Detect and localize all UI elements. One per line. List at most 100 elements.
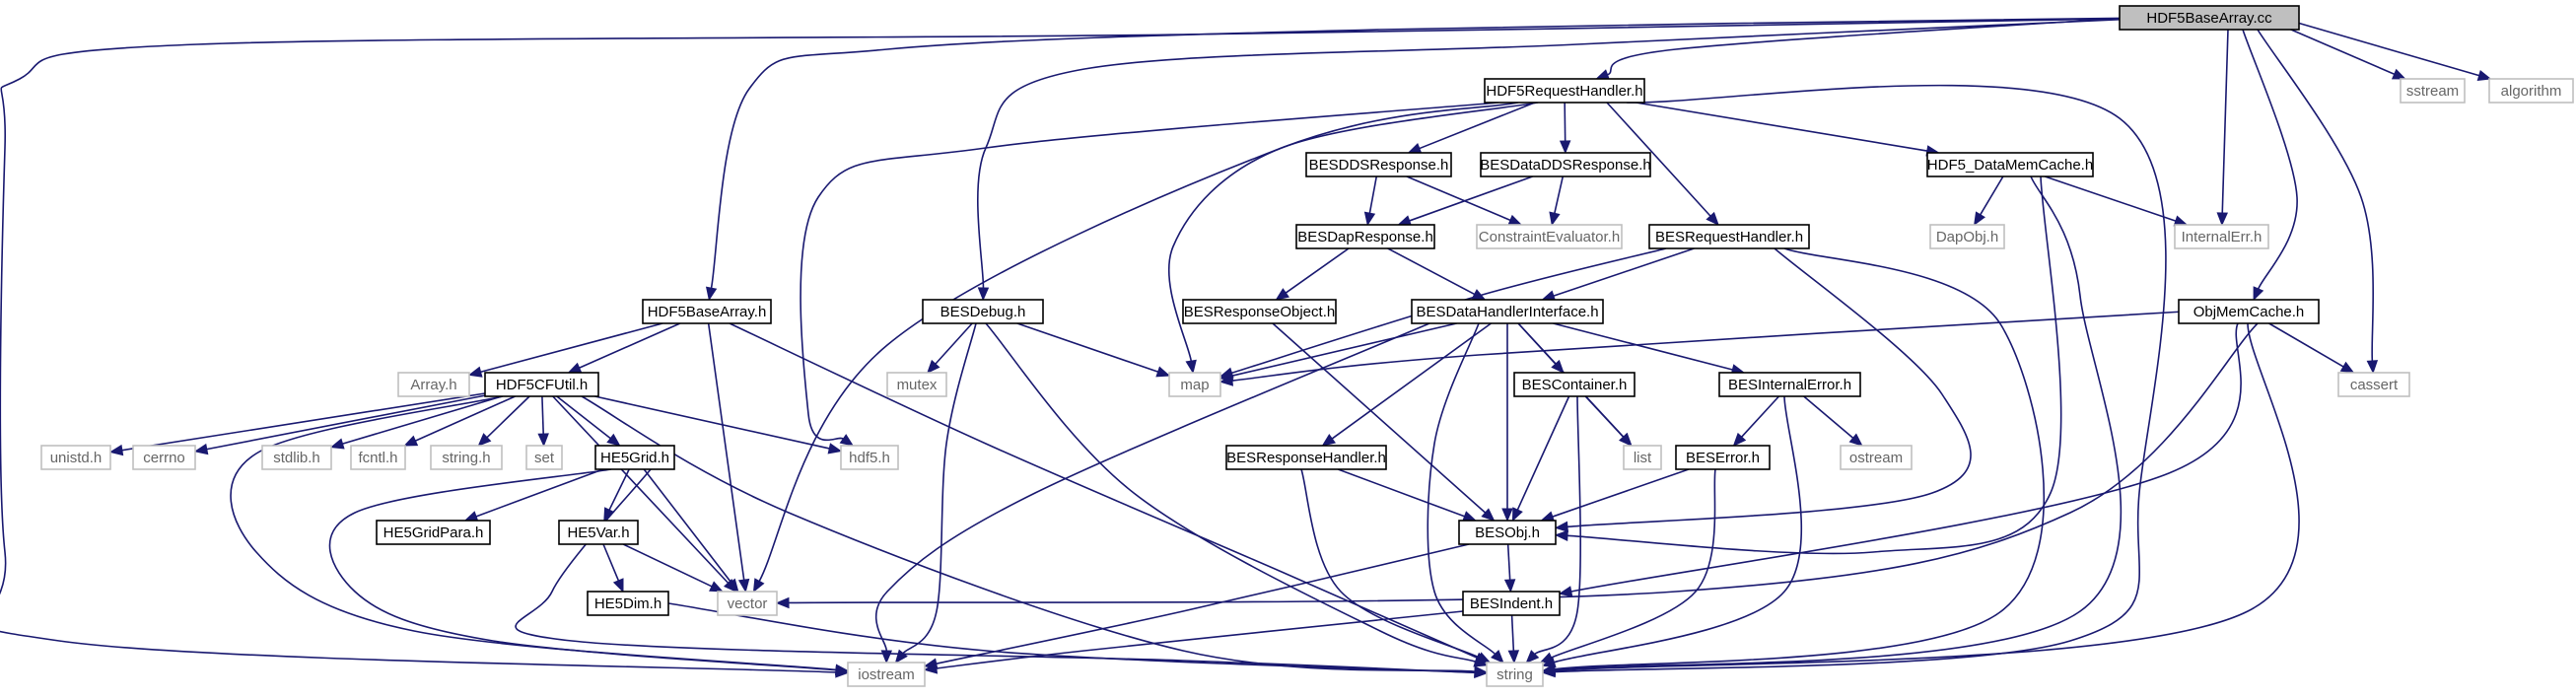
edge-line bbox=[1564, 102, 1566, 142]
node-box bbox=[1225, 445, 1387, 470]
edge-line bbox=[556, 395, 611, 440]
node-box bbox=[2119, 5, 2300, 31]
edge-root-to-sstream bbox=[2276, 23, 2406, 80]
edge-line bbox=[977, 17, 2160, 289]
edge-dapresp-to-respobj bbox=[1275, 247, 1350, 301]
arrowhead bbox=[1706, 211, 1719, 226]
node-label: HE5Var.h bbox=[567, 524, 629, 541]
edge-cfutil-to-vector bbox=[552, 395, 737, 593]
arrowhead bbox=[1218, 375, 1234, 386]
node-ddsresp[interactable]: BESDDSResponse.h bbox=[1305, 152, 1452, 177]
node-container[interactable]: BESContainer.h bbox=[1513, 372, 1636, 397]
edge-line bbox=[1516, 395, 1570, 511]
edge-line bbox=[1409, 175, 1533, 222]
node-label: HDF5CFUtil.h bbox=[496, 377, 588, 393]
edge-reqh-to-vector bbox=[752, 102, 1519, 594]
node-label: string bbox=[1497, 666, 1533, 683]
node-dapresp[interactable]: BESDapResponse.h bbox=[1295, 224, 1435, 249]
node-set: set bbox=[525, 445, 563, 470]
node-resph[interactable]: BESResponseHandler.h bbox=[1225, 445, 1387, 470]
arrowhead bbox=[839, 434, 855, 447]
arrowhead bbox=[108, 444, 124, 456]
arrowhead bbox=[737, 578, 750, 594]
edge-layer bbox=[0, 17, 2492, 679]
edge-reqh-to-ddsresp bbox=[1407, 102, 1536, 154]
node-he5var[interactable]: HE5Var.h bbox=[558, 520, 639, 545]
node-root[interactable]: HDF5BaseArray.cc bbox=[2119, 5, 2300, 31]
node-dhi[interactable]: BESDataHandlerInterface.h bbox=[1411, 299, 1604, 324]
node-he5dim[interactable]: HE5Dim.h bbox=[587, 591, 669, 616]
node-he5grid[interactable]: HE5Grid.h bbox=[594, 445, 675, 470]
node-dataddsresp[interactable]: BESDataDDSResponse.h bbox=[1480, 152, 1651, 177]
node-besdebug[interactable]: BESDebug.h bbox=[922, 299, 1044, 324]
edge-line bbox=[581, 395, 1476, 672]
edge-line bbox=[1231, 311, 2185, 382]
node-label: HDF5RequestHandler.h bbox=[1486, 83, 1642, 100]
node-berror[interactable]: BESError.h bbox=[1675, 445, 1771, 470]
edge-line bbox=[475, 468, 603, 518]
node-fcntl: fcntl.h bbox=[350, 445, 406, 470]
arrowhead bbox=[835, 664, 850, 676]
edge-line bbox=[2045, 175, 2177, 222]
arrowhead bbox=[467, 366, 483, 378]
arrowhead bbox=[1549, 211, 1561, 227]
node-box bbox=[1840, 445, 1913, 470]
arrowhead bbox=[1558, 586, 1573, 597]
edge-container-to-besobj bbox=[1511, 395, 1570, 523]
edge-line bbox=[1337, 468, 1465, 518]
node-label: HE5GridPara.h bbox=[383, 524, 484, 541]
node-besobj[interactable]: BESObj.h bbox=[1458, 520, 1557, 545]
edge-reqh-to-memcache bbox=[1636, 102, 1940, 157]
node-box bbox=[587, 591, 669, 616]
arrowhead bbox=[880, 650, 893, 664]
node-box bbox=[484, 372, 599, 397]
node-cfutil[interactable]: HDF5CFUtil.h bbox=[484, 372, 599, 397]
edge-he5grid-to-iostream bbox=[328, 468, 850, 676]
arrowhead bbox=[329, 438, 345, 450]
edge-dhi-to-map bbox=[1218, 322, 1457, 382]
node-respobj[interactable]: BESResponseObject.h bbox=[1182, 299, 1337, 324]
edge-he5dim-to-string bbox=[667, 602, 1489, 678]
node-besreqh[interactable]: BESRequestHandler.h bbox=[1648, 224, 1810, 249]
edge-line bbox=[1506, 543, 1511, 581]
node-he5gridpara[interactable]: HE5GridPara.h bbox=[376, 520, 491, 545]
edge-line bbox=[902, 322, 977, 655]
arrowhead bbox=[1848, 433, 1863, 447]
node-indent[interactable]: BESIndent.h bbox=[1462, 591, 1561, 616]
node-basearrh[interactable]: HDF5BaseArray.h bbox=[642, 299, 772, 324]
edge-line bbox=[622, 543, 713, 588]
edge-line bbox=[1554, 247, 2046, 670]
edge-he5grid-to-vector bbox=[643, 468, 739, 594]
edge-cfutil-to-he5grid bbox=[556, 395, 621, 447]
arrowhead bbox=[705, 286, 718, 302]
edge-line bbox=[874, 322, 1430, 652]
node-label: HE5Grid.h bbox=[600, 450, 669, 466]
edge-objmem-to-cassert bbox=[2268, 322, 2355, 374]
edge-reqh-to-dataddsresp bbox=[1559, 102, 1571, 155]
arrowhead bbox=[1155, 366, 1171, 378]
edge-line bbox=[1554, 322, 2300, 672]
arrowhead bbox=[709, 581, 725, 593]
edge-line bbox=[480, 322, 663, 374]
arrowhead bbox=[1554, 521, 1568, 533]
node-label: stdlib.h bbox=[273, 450, 320, 466]
edge-line bbox=[1387, 247, 1476, 296]
edge-basearrh-to-string bbox=[729, 322, 1490, 664]
node-label: BESIndent.h bbox=[1470, 595, 1553, 612]
node-ostream: ostream bbox=[1840, 445, 1913, 470]
edge-root-to-internalerr bbox=[2216, 29, 2229, 227]
arrowhead bbox=[1491, 650, 1504, 664]
edge-ddsresp-to-constraint bbox=[1406, 175, 1523, 226]
edge-besobj-to-indent bbox=[1503, 543, 1516, 594]
node-objmem[interactable]: ObjMemCache.h bbox=[2178, 299, 2320, 324]
node-label: HDF5_DataMemCache.h bbox=[1927, 157, 2093, 174]
edge-line bbox=[1552, 468, 1690, 518]
node-mutex: mutex bbox=[886, 372, 947, 397]
arrowhead bbox=[1525, 650, 1540, 664]
edge-line bbox=[2242, 29, 2298, 290]
node-reqh[interactable]: HDF5RequestHandler.h bbox=[1484, 78, 1645, 104]
edge-line bbox=[1741, 395, 1780, 438]
node-memcache[interactable]: HDF5_DataMemCache.h bbox=[1926, 152, 2094, 177]
node-interr[interactable]: BESInternalError.h bbox=[1718, 372, 1861, 397]
